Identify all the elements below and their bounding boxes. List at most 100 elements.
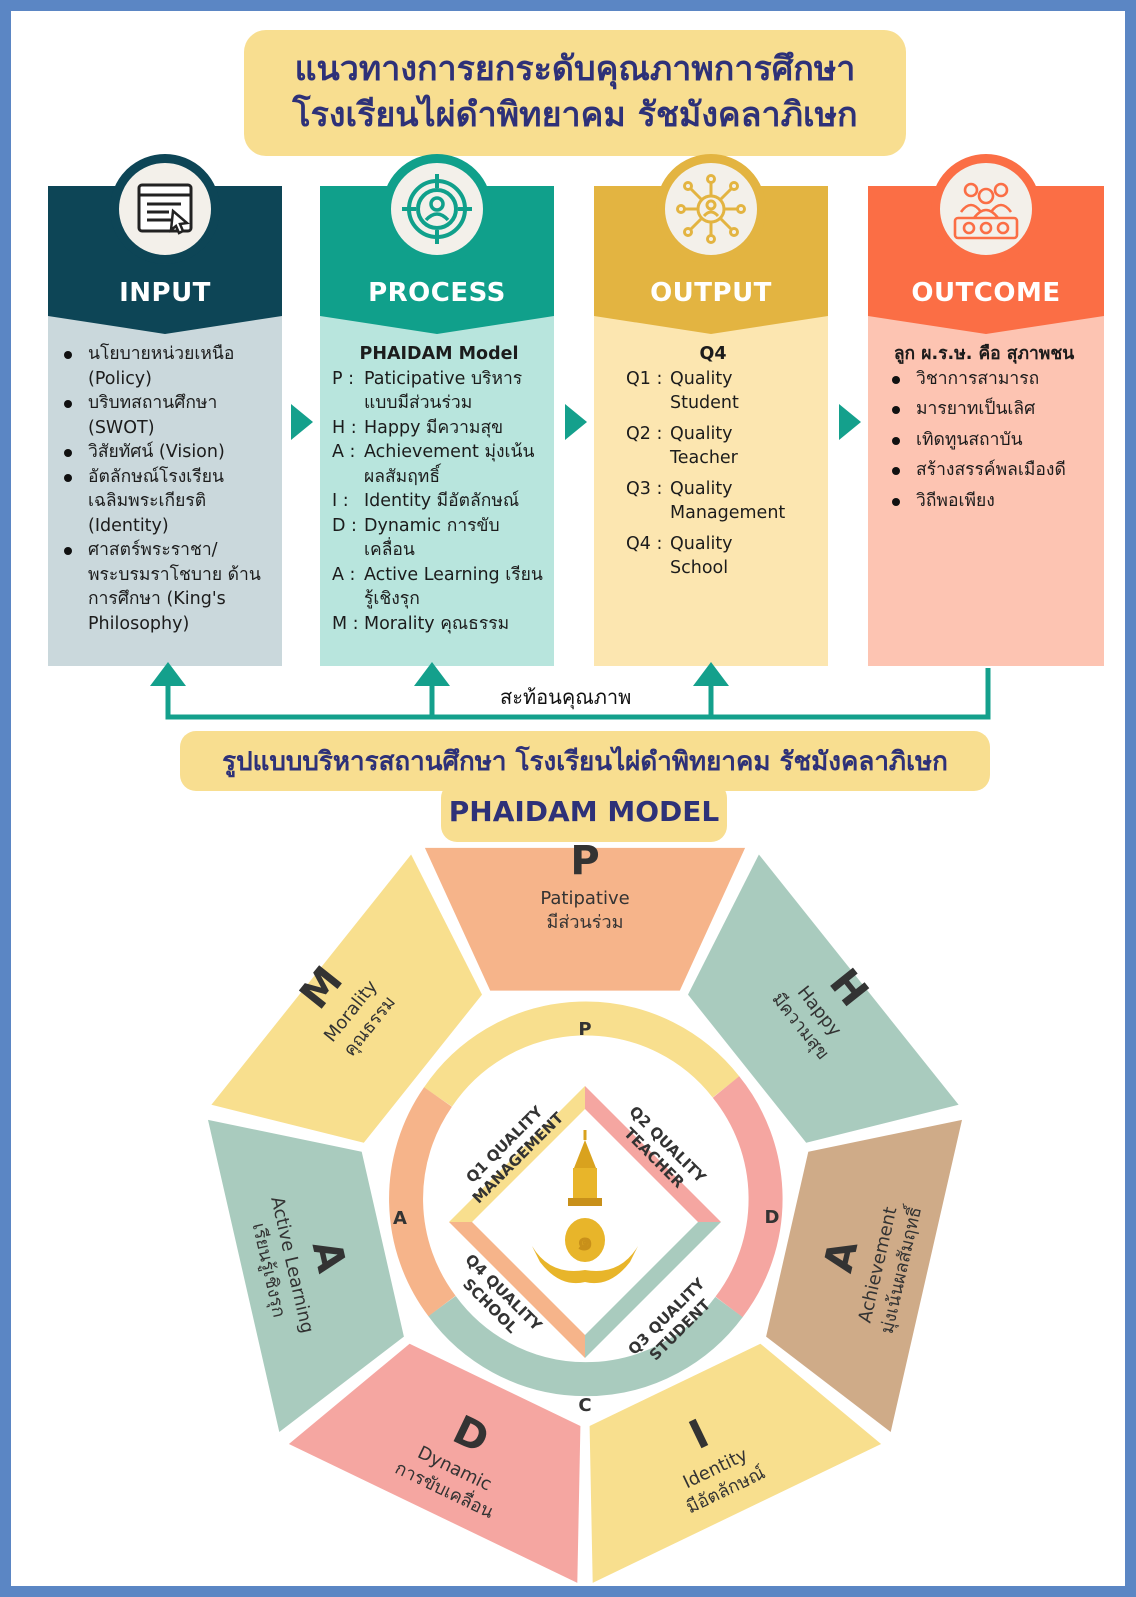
- output-label: OUTPUT: [650, 278, 772, 308]
- process-item-key: A :: [332, 442, 356, 462]
- process-body: PHAIDAM Model P : Paticipative บริหารแบบม…: [320, 312, 554, 666]
- output-body: Q4 Q1 : Quality Student Q2 : Quality Teache…: [594, 312, 828, 666]
- phaidam-heptagon: PPatipativeมีส่วนร่วมHHappyมีความสุขAAch…: [208, 838, 962, 1583]
- process-item-text: Active Learning เรียนรู้เชิงรุก: [364, 564, 543, 610]
- input-list: นโยบายหน่วยเหนือ (Policy)บริบทสถานศึกษา …: [60, 342, 274, 636]
- outcome-label: OUTCOME: [911, 278, 1061, 308]
- process-item: M :Morality คุณธรรม: [332, 612, 546, 637]
- process-item-key: P :: [332, 368, 355, 389]
- segment-h-1: [688, 854, 959, 1143]
- school-emblem: ๑: [532, 1130, 638, 1284]
- input-item: วิสัยทัศน์ (Vision): [60, 440, 274, 465]
- segment-letter: P: [570, 838, 599, 884]
- output-item-text: Quality Teacher: [670, 423, 738, 469]
- outcome-column: ลูก ผ.ร.ษ. คือ สุภาพชน วิชาการสามารถมารย…: [868, 154, 1104, 666]
- outcome-list: วิชาการสามารถมารยาทเป็นเลิศเทิดทูนสถาบัน…: [880, 367, 1096, 514]
- input-label: INPUT: [119, 278, 211, 308]
- process-header: PROCESS: [320, 154, 554, 334]
- process-item-text: Dynamic การขับเคลื่อน: [364, 515, 500, 561]
- output-item: Q3 :Quality Management: [626, 477, 820, 526]
- outcome-heading: ลูก ผ.ร.ษ. คือ สุภาพชน: [893, 344, 1075, 364]
- feedback-loop: [150, 662, 991, 720]
- segment-p-0: [424, 847, 746, 991]
- output-header: OUTPUT: [594, 154, 828, 334]
- model-name-box: PHAIDAM MODEL: [441, 782, 727, 842]
- output-item-key: Q4 :: [626, 533, 663, 554]
- process-list: P : Paticipative บริหารแบบมีส่วนร่วม H : Ha…: [332, 367, 546, 637]
- main-title-line2: โรงเรียนไผ่ดำพิทยาคม รัชมังคลาภิเษก: [292, 95, 858, 135]
- segment-d-4: [288, 1343, 581, 1583]
- model-title: รูปแบบบริหารสถานศึกษา โรงเรียนไผ่ดำพิทยา…: [222, 747, 948, 777]
- outcome-body: ลูก ผ.ร.ษ. คือ สุภาพชน วิชาการสามารถมารย…: [868, 312, 1104, 666]
- output-item-text: Quality School: [670, 533, 733, 579]
- outcome-item: วิถีพอเพียง: [888, 489, 1096, 514]
- outcome-item: สร้างสรรค์พลเมืองดี: [888, 458, 1096, 483]
- model-title-box: รูปแบบบริหารสถานศึกษา โรงเรียนไผ่ดำพิทยา…: [180, 731, 990, 791]
- input-item: ศาสตร์พระราชา/ พระบรมราโชบาย ด้านการศึกษ…: [60, 538, 274, 636]
- output-item-text: Quality Management: [670, 478, 786, 524]
- main-title-box: แนวทางการยกระดับคุณภาพการศึกษา โรงเรียนไ…: [244, 30, 906, 156]
- ring-letter-left: A: [393, 1208, 407, 1229]
- output-heading: Q4: [699, 344, 727, 364]
- segment-en: Patipative: [540, 888, 629, 909]
- outcome-item: เทิดทูนสถาบัน: [888, 428, 1096, 453]
- ring-arcs: [389, 1001, 783, 1397]
- flow-arrow-2: [565, 404, 587, 440]
- network-person-icon: [656, 154, 766, 264]
- quality-diamond: [449, 1086, 721, 1358]
- input-header: INPUT: [48, 154, 282, 334]
- input-column: นโยบายหน่วยเหนือ (Policy)บริบทสถานศึกษา …: [48, 154, 282, 666]
- process-item: A : Active Learning เรียนรู้เชิงรุก: [332, 563, 546, 612]
- emblem-digit: ๑: [577, 1227, 594, 1257]
- output-column: Q4 Q1 : Quality Student Q2 : Quality Teache…: [594, 154, 828, 666]
- heptagon-segments: [208, 847, 962, 1583]
- process-item-text: Achievement มุ่งเน้นผลสัมฤทธิ์: [364, 442, 535, 487]
- output-item: Q1 : Quality Student: [626, 367, 820, 416]
- outcome-item: มารยาทเป็นเลิศ: [888, 397, 1096, 422]
- process-item: A : Achievement มุ่งเน้นผลสัมฤทธิ์: [332, 440, 546, 489]
- process-item: I : Identity มีอัตลักษณ์: [332, 489, 546, 514]
- document-cursor-icon: [110, 154, 220, 264]
- process-item: P : Paticipative บริหารแบบมีส่วนร่วม: [332, 367, 546, 416]
- process-heading: PHAIDAM Model: [359, 344, 519, 364]
- target-person-icon: [382, 154, 492, 264]
- process-item-key: A :: [332, 564, 356, 585]
- feedback-label: สะท้อนคุณภาพ: [500, 685, 632, 709]
- outcome-header: OUTCOME: [868, 154, 1104, 334]
- process-item: H : Happy มีความสุข: [332, 416, 546, 441]
- process-item-text: Identity มีอัตลักษณ์: [364, 491, 520, 511]
- process-label: PROCESS: [368, 278, 506, 308]
- process-item-key: M :: [332, 613, 359, 634]
- process-item-key: I :: [332, 491, 349, 511]
- segment-i-3: [589, 1343, 882, 1583]
- segment-label-0: P Patipative มีส่วนร่วม: [540, 838, 629, 933]
- input-item: นโยบายหน่วยเหนือ (Policy): [60, 342, 274, 391]
- output-item-key: Q1 :: [626, 368, 663, 389]
- input-item: อัตลักษณ์โรงเรียน เฉลิมพระเกียรติ (Ident…: [60, 465, 274, 539]
- process-item-text: Paticipative บริหารแบบมีส่วนร่วม: [364, 368, 523, 414]
- process-item: D : Dynamic การขับเคลื่อน: [332, 514, 546, 563]
- process-column: PHAIDAM Model P : Paticipative บริหารแบบม…: [320, 154, 554, 666]
- input-body: นโยบายหน่วยเหนือ (Policy)บริบทสถานศึกษา …: [48, 312, 282, 666]
- process-item-key: D :: [332, 515, 357, 536]
- ring-letter-top: P: [578, 1019, 591, 1040]
- flow-arrow-3: [839, 404, 861, 440]
- ring-letter-bottom: C: [578, 1395, 591, 1416]
- process-item-text: Morality คุณธรรม: [364, 613, 510, 634]
- outcome-item: วิชาการสามารถ: [888, 367, 1096, 392]
- process-item-text: Happy มีความสุข: [364, 417, 504, 438]
- input-item: บริบทสถานศึกษา (SWOT): [60, 391, 274, 440]
- students-group-icon: [931, 154, 1041, 264]
- segment-a-2: [766, 1119, 962, 1432]
- ring-letter-right: D: [765, 1207, 780, 1228]
- flow-arrow-1: [291, 404, 313, 440]
- segment-a-5: [208, 1119, 404, 1432]
- main-title-line1: แนวทางการยกระดับคุณภาพการศึกษา: [294, 49, 856, 89]
- output-item-key: Q2 :: [626, 423, 663, 444]
- output-item: Q4 : Quality School: [626, 532, 820, 581]
- process-item-key: H :: [332, 417, 357, 438]
- segment-th: มีส่วนร่วม: [547, 912, 624, 933]
- output-item: Q2 : Quality Teacher: [626, 422, 820, 471]
- output-item-text: Quality Student: [670, 368, 739, 414]
